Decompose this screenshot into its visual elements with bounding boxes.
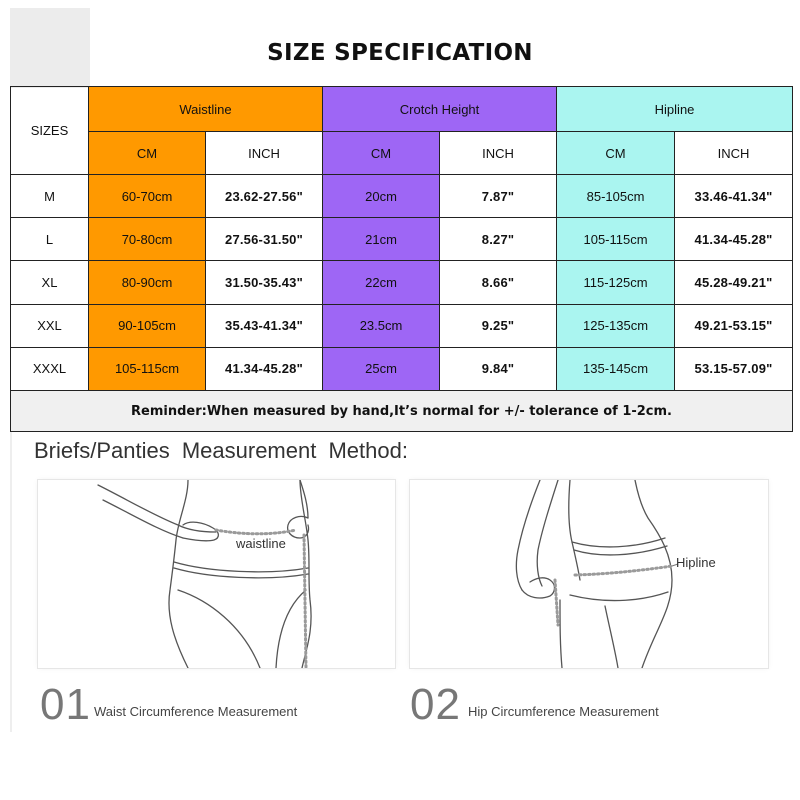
- table-row: XXXL 105-115cm 41.34-45.28" 25cm 9.84" 1…: [10, 346, 794, 392]
- hip-cm-cell: 115-125cm: [556, 260, 676, 305]
- size-cell: XXXL: [10, 346, 89, 392]
- size-cell: M: [10, 173, 89, 219]
- crotch-cm-cell: 21cm: [322, 217, 441, 262]
- waist-inch-cell: 41.34-45.28": [204, 346, 324, 392]
- crotch-cm-cell: 25cm: [322, 346, 441, 392]
- waist-inch-cell: 27.56-31.50": [204, 217, 324, 262]
- hip-inch-cell: 49.21-53.15": [674, 303, 794, 348]
- size-cell: XL: [10, 260, 89, 305]
- step-caption-waist: Waist Circumference Measurement: [94, 704, 298, 719]
- table-row: M 60-70cm 23.62-27.56" 20cm 7.87" 85-105…: [10, 173, 794, 219]
- waist-cm-cell: 70-80cm: [88, 217, 206, 262]
- reminder-note: Reminder:When measured by hand,It’s norm…: [9, 390, 794, 432]
- hip-inch-header: INCH: [674, 131, 794, 175]
- page-title: SIZE SPECIFICATION: [267, 40, 533, 66]
- hipline-header: Hipline: [556, 86, 794, 132]
- waistline-label: waistline: [236, 536, 286, 551]
- waist-cm-cell: 60-70cm: [88, 173, 206, 219]
- hip-cm-header: CM: [556, 131, 676, 175]
- sizes-header: SIZES: [10, 86, 89, 175]
- step-number-01: 01: [40, 680, 91, 729]
- waist-cm-cell: 80-90cm: [88, 260, 206, 305]
- waist-cm-header: CM: [88, 131, 206, 175]
- table-row: XL 80-90cm 31.50-35.43" 22cm 8.66" 115-1…: [10, 260, 794, 305]
- table-row: XXL 90-105cm 35.43-41.34" 23.5cm 9.25" 1…: [10, 303, 794, 348]
- waist-inch-cell: 35.43-41.34": [204, 303, 324, 348]
- waist-measure-illustration: waistline: [38, 480, 395, 668]
- crotch-inch-cell: 8.66": [439, 260, 558, 305]
- crotch-height-header: Crotch Height: [322, 86, 558, 132]
- hip-inch-cell: 33.46-41.34": [674, 173, 794, 219]
- size-table: SIZES Waistline Crotch Height Hipline CM…: [9, 86, 794, 432]
- hip-inch-cell: 45.28-49.21": [674, 260, 794, 305]
- crotch-cm-cell: 22cm: [322, 260, 441, 305]
- crotch-inch-cell: 7.87": [439, 173, 558, 219]
- hip-cm-cell: 135-145cm: [556, 346, 676, 392]
- hip-cm-cell: 105-115cm: [556, 217, 676, 262]
- waist-inch-header: INCH: [204, 131, 324, 175]
- hip-inch-cell: 53.15-57.09": [674, 346, 794, 392]
- crotch-cm-cell: 20cm: [322, 173, 441, 219]
- hip-measure-illustration: Hipline: [410, 480, 768, 668]
- corner-decoration: [10, 8, 90, 88]
- hip-cm-cell: 85-105cm: [556, 173, 676, 219]
- crotch-cm-header: CM: [322, 131, 441, 175]
- waist-cm-cell: 105-115cm: [88, 346, 206, 392]
- waist-inch-cell: 23.62-27.56": [204, 173, 324, 219]
- size-cell: XXL: [10, 303, 89, 348]
- waist-inch-cell: 31.50-35.43": [204, 260, 324, 305]
- waist-cm-cell: 90-105cm: [88, 303, 206, 348]
- table-row: L 70-80cm 27.56-31.50" 21cm 8.27" 105-11…: [10, 217, 794, 262]
- crotch-cm-cell: 23.5cm: [322, 303, 441, 348]
- step-caption-hip: Hip Circumference Measurement: [468, 704, 659, 719]
- hip-cm-cell: 125-135cm: [556, 303, 676, 348]
- crotch-inch-cell: 8.27": [439, 217, 558, 262]
- hip-inch-cell: 41.34-45.28": [674, 217, 794, 262]
- crotch-inch-header: INCH: [439, 131, 558, 175]
- step-number-02: 02: [410, 680, 461, 729]
- crotch-inch-cell: 9.25": [439, 303, 558, 348]
- waistline-header: Waistline: [87, 86, 324, 132]
- method-title: Briefs/Panties Measurement Method:: [34, 438, 408, 463]
- divider: [10, 432, 12, 732]
- size-cell: L: [10, 217, 89, 262]
- crotch-inch-cell: 9.84": [439, 346, 558, 392]
- hipline-label: Hipline: [676, 555, 716, 570]
